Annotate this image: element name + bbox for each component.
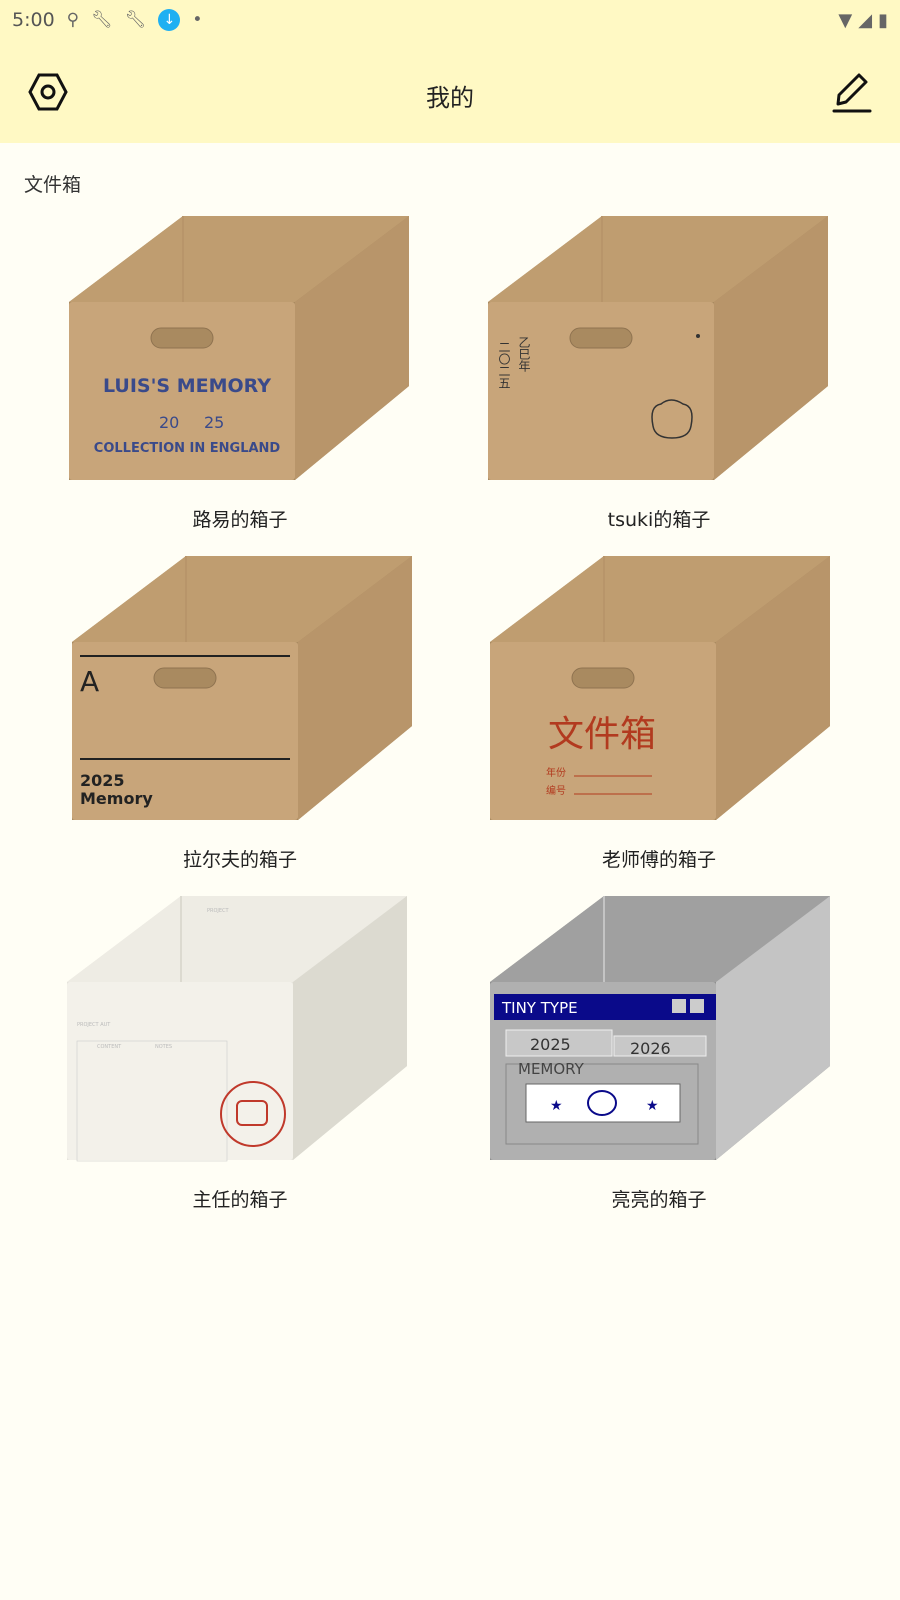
box-image: PROJECT PROJECT AUT CONTENT NOTES [67,896,407,1162]
status-time: 5:00 [12,9,55,31]
box-label[interactable]: 主任的箱子 [192,1189,288,1211]
settings-hex-icon [28,73,68,111]
svg-text:COLLECTION IN ENGLAND: COLLECTION IN ENGLAND [94,441,281,456]
wifi-icon: ▼ [838,9,853,31]
svg-text:LUIS'S MEMORY: LUIS'S MEMORY [103,375,271,397]
edit-button[interactable] [828,68,876,116]
svg-text:2026: 2026 [630,1039,671,1058]
box-front [488,302,714,480]
svg-text:编号: 编号 [546,784,566,797]
box-side [714,216,828,480]
box-side [295,216,409,480]
box-back-wall [69,216,409,302]
svg-text:2025: 2025 [80,771,125,790]
box-label[interactable]: 老师傅的箱子 [601,849,716,871]
box-front [69,302,295,480]
dot-icon: • [192,10,203,30]
box-side [716,556,830,820]
edit-pencil-icon [832,73,872,113]
settings-button[interactable] [24,68,72,116]
box-front [72,642,298,820]
svg-text:年份: 年份 [546,766,566,779]
keyhole-icon: ⚲ [66,10,80,30]
svg-text:2025: 2025 [530,1035,571,1054]
section-title: 文件箱 [24,174,82,196]
box-image: 二〇二五乙巳年 [488,216,828,480]
svg-text:PROJECT AUT: PROJECT AUT [77,1022,111,1028]
svg-text:NOTES: NOTES [155,1044,172,1050]
svg-text:CONTENT: CONTENT [97,1044,122,1050]
box-back-wall [72,556,412,642]
box-back-wall [488,216,828,302]
svg-text:A: A [80,665,99,698]
svg-text:20: 20 [159,413,179,432]
svg-text:乙巳年: 乙巳年 [517,336,531,372]
app-header: 我的 [0,40,900,143]
box-label[interactable]: 路易的箱子 [192,509,288,531]
svg-text:★: ★ [646,1098,659,1114]
box-item[interactable]: 二〇二五乙巳年 [488,216,832,482]
box-back-wall [67,896,407,982]
box-side [716,896,830,1160]
box-item[interactable]: PROJECT PROJECT AUT CONTENT NOTES [67,896,411,1162]
box-item[interactable]: 文件箱年份编号 [490,556,834,822]
page-title: 我的 [426,84,474,112]
box-front [67,982,293,1160]
status-bar: 5:00 ⚲ 🔧︎ 🔧︎ ↓ • ▼ ◢ ▮ [0,0,900,40]
box-label[interactable]: tsuki的箱子 [607,509,711,531]
svg-text:Memory: Memory [80,789,153,808]
box-label[interactable]: 拉尔夫的箱子 [182,849,297,871]
box-back-wall [490,896,830,982]
svg-text:25: 25 [204,413,224,432]
svg-text:★: ★ [550,1098,563,1114]
wrench-icon: 🔧︎ [91,10,113,30]
svg-text:二〇二五: 二〇二五 [497,341,511,389]
svg-text:TINY TYPE: TINY TYPE [501,999,578,1017]
box-side [293,896,407,1160]
svg-text:文件箱: 文件箱 [548,714,656,755]
svg-text:PROJECT: PROJECT [207,908,230,914]
box-back-wall [490,556,830,642]
box-side [298,556,412,820]
box-label[interactable]: 亮亮的箱子 [611,1189,707,1211]
svg-text:MEMORY: MEMORY [518,1060,585,1078]
box-front [490,642,716,820]
download-icon: ↓ [158,9,181,31]
wrench-icon: 🔧︎ [124,10,147,30]
battery-charging-icon: ▮ [878,9,888,31]
signal-icon: ◢ [858,9,873,31]
